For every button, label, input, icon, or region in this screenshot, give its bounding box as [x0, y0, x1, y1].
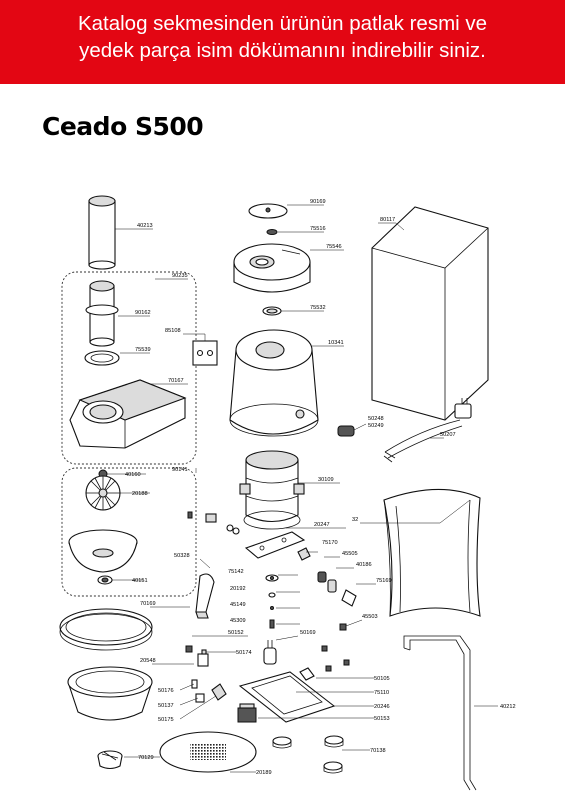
part-washers	[265, 574, 279, 629]
label-20188: 20188	[132, 491, 148, 497]
label-75516: 75516	[310, 226, 326, 232]
part-10341-housing	[229, 329, 319, 437]
part-90169-disc	[248, 203, 288, 235]
label-80117: 80117	[380, 217, 395, 223]
label-45505: 45505	[342, 551, 358, 557]
banner-line-2: yedek parça isim dökümanını indirebilir …	[79, 39, 486, 62]
label-75539: 75539	[135, 347, 151, 353]
label-50105: 50105	[374, 676, 390, 682]
part-basket	[68, 529, 138, 573]
label-20247: 20247	[314, 522, 330, 528]
part-40212-frame	[403, 635, 477, 791]
part-75170-clip	[297, 547, 311, 561]
part-70169-ring	[59, 608, 153, 651]
part-70138-feet	[272, 735, 344, 774]
label-40160: 40160	[125, 472, 141, 478]
label-90235: 90235	[172, 273, 188, 279]
label-90169: 90169	[310, 199, 326, 205]
part-75546-cover	[233, 243, 311, 293]
label-75532: 75532	[310, 305, 326, 311]
label-32: 32	[352, 517, 358, 523]
part-20188-filter-disc	[85, 475, 121, 511]
label-50176: 50176	[158, 688, 174, 694]
assembly-90141-outline	[61, 467, 197, 597]
label-45149: 45149	[230, 602, 246, 608]
label-10341: 10341	[328, 340, 344, 346]
label-50207: 50207	[440, 432, 456, 438]
label-20189: 20189	[256, 770, 272, 776]
label-20548: 20548	[140, 658, 156, 664]
label-90141: 90141	[172, 467, 188, 473]
part-40151-nut	[97, 575, 113, 585]
part-50207-power-cable	[383, 398, 472, 463]
label-20246: 20246	[374, 704, 390, 710]
part-20247-bracket	[244, 531, 306, 559]
part-32-side-panel	[383, 488, 481, 617]
label-75142: 75142	[228, 569, 244, 575]
label-85108: 85108	[165, 328, 181, 334]
part-50328-lever	[195, 573, 215, 619]
part-75532-seal	[262, 306, 282, 316]
page-title: Ceado S500	[42, 112, 204, 141]
part-80117-box	[371, 206, 489, 421]
label-40186: 40186	[356, 562, 372, 568]
label-50137: 50137	[158, 703, 174, 709]
label-30109: 30109	[318, 477, 334, 483]
label-90162: 90162	[135, 310, 151, 316]
part-50174-switch	[197, 649, 209, 667]
label-20192: 20192	[230, 586, 246, 592]
part-50169-capacitor	[263, 640, 277, 665]
label-75169: 75169	[376, 578, 392, 584]
part-70129-gear	[97, 750, 123, 770]
label-70169: 70169	[140, 601, 156, 607]
label-40212: 40212	[500, 704, 516, 710]
part-75539-ring	[84, 350, 120, 366]
part-30109-motor	[239, 450, 305, 530]
part-50153-board	[237, 703, 257, 723]
assembly-90235-outline	[61, 271, 197, 465]
label-70129: 70129	[138, 755, 154, 761]
label-75546: 75546	[326, 244, 342, 250]
label-50249: 50249	[368, 423, 384, 429]
part-45503-spacers	[321, 623, 350, 672]
label-40151: 40151	[132, 578, 148, 584]
label-45309: 45309	[230, 618, 246, 624]
header-banner: Katalog sekmesinden ürünün patlak resmi …	[0, 0, 565, 84]
part-90162-chute	[85, 280, 119, 347]
banner-line-1: Katalog sekmesinden ürünün patlak resmi …	[77, 12, 488, 35]
part-20189-vent-plate	[159, 731, 257, 773]
label-40213: 40213	[137, 223, 153, 229]
label-50169: 50169	[300, 630, 316, 636]
part-70167-lid	[69, 379, 187, 449]
part-50248-connector	[337, 425, 355, 437]
label-50248: 50248	[368, 416, 384, 422]
leader-lines	[107, 204, 498, 773]
part-85108-plate	[192, 340, 218, 366]
part-45505-spring	[317, 571, 337, 593]
label-50174: 50174	[236, 650, 252, 656]
label-50328: 50328	[174, 553, 190, 559]
part-50152-fitting	[185, 645, 193, 653]
label-50152: 50152	[228, 630, 244, 636]
part-75169-clip	[341, 589, 357, 607]
label-75110: 75110	[374, 690, 389, 696]
label-70138: 70138	[370, 748, 386, 754]
label-50175: 50175	[158, 717, 174, 723]
label-75170: 75170	[322, 540, 338, 546]
label-70167: 70167	[168, 378, 184, 384]
label-45503: 45503	[362, 614, 378, 620]
label-50153: 50153	[374, 716, 390, 722]
part-small-electrical	[191, 679, 227, 703]
part-40213-pusher	[88, 195, 116, 270]
part-20548-bowl	[67, 666, 153, 721]
part-small-fittings	[187, 511, 240, 535]
